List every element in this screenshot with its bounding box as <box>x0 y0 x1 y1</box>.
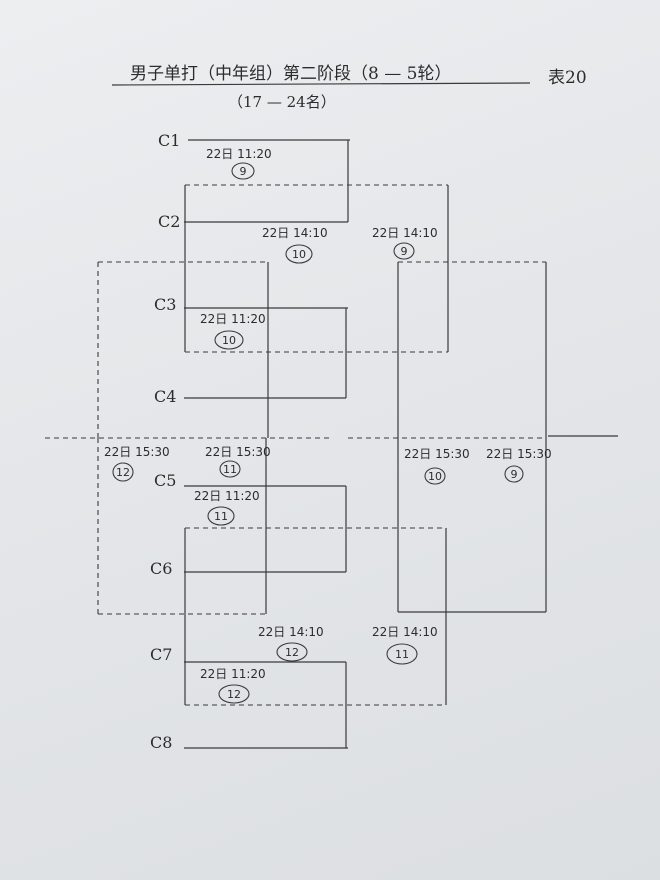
table-circle <box>112 462 134 482</box>
match-time: 22日 15:30 <box>486 447 552 461</box>
player-c4: C4 <box>154 387 176 406</box>
table-circle <box>218 684 250 704</box>
match-time: 22日 11:20 <box>206 147 272 161</box>
match-time: 22日 11:20 <box>194 489 260 503</box>
match-time: 22日 15:30 <box>104 445 170 459</box>
table-circle <box>386 643 418 665</box>
player-c2: C2 <box>158 212 180 231</box>
match-m2: 22日 14:10 10 <box>262 226 328 264</box>
match-m12: 22日 11:20 12 <box>200 667 266 704</box>
match-table: 11 <box>223 463 237 476</box>
match-m8: 22日 15:30 9 <box>486 447 552 483</box>
match-table: 11 <box>395 648 409 661</box>
match-time: 22日 11:20 <box>200 667 266 681</box>
match-table: 10 <box>428 470 442 483</box>
table-circle <box>207 506 235 526</box>
match-table: 9 <box>240 165 247 178</box>
match-table: 12 <box>285 646 299 659</box>
match-table: 11 <box>214 510 228 523</box>
player-c1: C1 <box>158 131 180 150</box>
table-circle <box>285 244 313 264</box>
player-c8: C8 <box>150 733 172 752</box>
table-circle <box>424 467 446 485</box>
match-time: 22日 14:10 <box>372 226 438 240</box>
table-circle <box>219 460 241 478</box>
match-table: 9 <box>401 245 408 258</box>
title-underline <box>111 82 531 86</box>
match-m3: 22日 14:10 9 <box>372 226 438 260</box>
match-table: 12 <box>116 466 130 479</box>
match-m1: 22日 11:20 9 <box>206 147 272 180</box>
table-circle <box>231 162 255 180</box>
table-circle <box>393 242 415 260</box>
match-time: 22日 14:10 <box>262 226 328 240</box>
match-m5: 22日 15:30 12 <box>104 445 170 482</box>
match-time: 22日 15:30 <box>404 447 470 461</box>
player-c3: C3 <box>154 295 176 314</box>
match-table: 9 <box>511 468 518 481</box>
match-m11: 22日 14:10 11 <box>372 625 438 665</box>
match-time: 22日 15:30 <box>205 445 271 459</box>
match-time: 22日 11:20 <box>200 312 266 326</box>
match-m6: 22日 15:30 11 <box>205 445 271 478</box>
match-m9: 22日 11:20 11 <box>194 489 260 526</box>
match-table: 10 <box>292 248 306 261</box>
match-table: 12 <box>227 688 241 701</box>
player-c5: C5 <box>154 471 176 490</box>
bracket-title: 男子单打（中年组）第二阶段（8 — 5轮） <box>130 64 451 84</box>
table-circle <box>276 642 308 662</box>
match-m7: 22日 15:30 10 <box>404 447 470 485</box>
table-circle <box>504 465 524 483</box>
match-time: 22日 14:10 <box>372 625 438 639</box>
match-time: 22日 14:10 <box>258 625 324 639</box>
table-number: 表20 <box>548 68 587 88</box>
table-circle <box>214 330 244 350</box>
rank-range: （17 — 24名） <box>228 93 336 111</box>
match-table: 10 <box>222 334 236 347</box>
player-c7: C7 <box>150 645 172 664</box>
player-c6: C6 <box>150 559 172 578</box>
match-m10: 22日 14:10 12 <box>258 625 324 662</box>
match-m4: 22日 11:20 10 <box>200 312 266 350</box>
